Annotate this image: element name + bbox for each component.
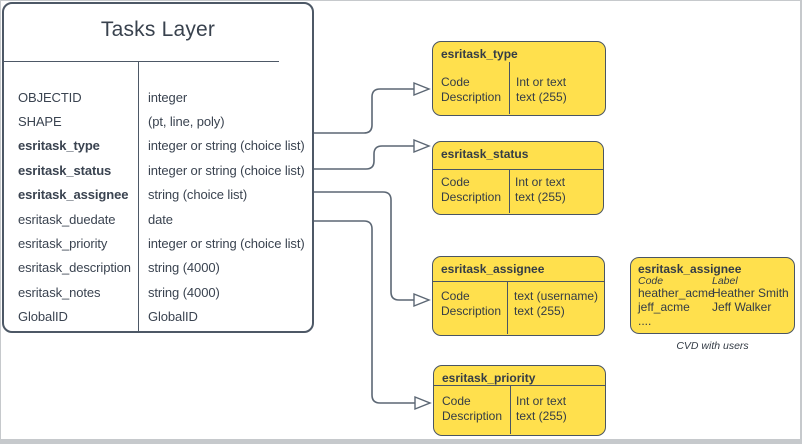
description-label: Description <box>441 303 502 318</box>
choice-table-title: esritask_priority <box>442 371 536 385</box>
description-label: Description <box>441 89 502 104</box>
connector-esritask-priority <box>314 220 415 404</box>
title-divider <box>433 169 603 170</box>
description-label: Description <box>441 189 502 204</box>
field-type: string (4000) <box>148 284 220 300</box>
code-type: Int or text <box>516 394 567 408</box>
type-column: Int or text text (255) <box>516 75 567 104</box>
column-divider <box>509 169 510 213</box>
choice-table-esritask-type: esritask_type Code Description Int or te… <box>432 41 606 116</box>
field-type: integer or string (choice list) <box>148 162 305 178</box>
field-rows: OBJECTID integer SHAPE (pt, line, poly) … <box>4 85 312 329</box>
field-type: integer <box>148 89 188 105</box>
code-label: Code <box>441 75 470 89</box>
field-row-esritask-duedate: esritask_duedate date <box>4 207 312 231</box>
field-name: SHAPE <box>18 114 62 130</box>
column-divider <box>509 62 510 114</box>
description-label: Description <box>442 408 503 423</box>
field-type: GlobalID <box>148 309 198 325</box>
code-description-column: Code Description <box>442 394 502 423</box>
field-name: esritask_description <box>18 260 131 276</box>
code-description-column: Code Description <box>441 289 501 318</box>
cvd-row-code: jeff_acme <box>638 300 690 314</box>
field-row-esritask-type: esritask_type integer or string (choice … <box>4 134 312 158</box>
type-column: text (username) text (255) <box>514 289 598 318</box>
column-divider <box>138 61 139 331</box>
field-row-shape: SHAPE (pt, line, poly) <box>4 109 312 133</box>
tasks-layer-title: Tasks Layer <box>100 18 216 41</box>
field-type: string (choice list) <box>148 187 248 203</box>
type-column: Int or text text (255) <box>515 175 566 204</box>
code-description-column: Code Description <box>441 175 501 204</box>
description-type: text (255) <box>516 89 567 104</box>
cvd-more-indicator: .... <box>638 314 652 328</box>
code-label: Code <box>441 289 470 303</box>
arrowhead-icon <box>413 292 431 308</box>
field-row-esritask-status: esritask_status integer or string (choic… <box>4 158 312 182</box>
code-label: Code <box>442 394 471 408</box>
tasks-layer-table: Tasks Layer OBJECTID integer SHAPE (pt, … <box>2 2 314 333</box>
canvas-right-edge <box>800 0 802 444</box>
description-type: text (255) <box>516 408 567 423</box>
cvd-label-header: Label <box>712 275 738 287</box>
arrowhead-icon <box>413 138 431 154</box>
type-column: Int or text text (255) <box>516 394 567 423</box>
description-type: text (255) <box>514 303 565 318</box>
column-divider <box>507 281 508 334</box>
title-divider <box>433 281 604 282</box>
field-row-esritask-assignee: esritask_assignee string (choice list) <box>4 183 312 207</box>
description-type: text (255) <box>515 189 566 204</box>
cvd-caption: CVD with users <box>676 340 749 352</box>
field-type: string (4000) <box>148 260 220 276</box>
field-name: esritask_notes <box>18 284 101 300</box>
connector-esritask-type <box>314 88 414 134</box>
arrowhead-icon <box>414 395 432 411</box>
code-type: Int or text <box>515 175 566 189</box>
field-row-esritask-description: esritask_description string (4000) <box>4 256 312 280</box>
choice-table-title: esritask_type <box>441 47 518 61</box>
field-type: integer or string (choice list) <box>148 236 305 252</box>
title-divider <box>4 61 279 62</box>
cvd-row-label: Jeff Walker <box>712 300 772 314</box>
choice-table-esritask-assignee: esritask_assignee Code Description text … <box>432 256 605 336</box>
code-type: Int or text <box>516 75 567 89</box>
field-name: esritask_priority <box>18 236 108 252</box>
choice-table-esritask-status: esritask_status Code Description Int or … <box>432 141 604 215</box>
cvd-code-header: Code <box>638 275 664 287</box>
choice-table-title: esritask_assignee <box>441 262 545 276</box>
connector-esritask-status <box>314 145 414 170</box>
code-type: text (username) <box>514 289 599 303</box>
field-row-esritask-notes: esritask_notes string (4000) <box>4 280 312 304</box>
code-label: Code <box>441 175 470 189</box>
field-name: OBJECTID <box>18 89 82 105</box>
cvd-row-label: Heather Smith <box>712 286 789 300</box>
title-divider <box>434 385 605 386</box>
field-name: esritask_assignee <box>18 187 129 203</box>
field-type: (pt, line, poly) <box>148 114 225 130</box>
connector-esritask-assignee <box>314 191 414 301</box>
cvd-row-code: heather_acme <box>638 286 715 300</box>
field-row-esritask-priority: esritask_priority integer or string (cho… <box>4 231 312 255</box>
field-name: esritask_status <box>18 162 112 178</box>
field-type: integer or string (choice list) <box>148 138 305 154</box>
choice-table-title: esritask_status <box>441 147 529 161</box>
field-row-objectid: OBJECTID integer <box>4 85 312 109</box>
field-name: esritask_duedate <box>18 211 116 227</box>
field-type: date <box>148 211 173 227</box>
cvd-users-box: esritask_assignee Code Label heather_acm… <box>630 257 795 334</box>
field-name: GlobalID <box>18 309 68 325</box>
column-divider <box>510 385 511 434</box>
cvd-box-title: esritask_assignee <box>638 262 742 276</box>
code-description-column: Code Description <box>441 75 501 104</box>
arrowhead-icon <box>413 81 431 97</box>
choice-table-esritask-priority: esritask_priority Code Description Int o… <box>433 365 606 436</box>
field-row-globalid: GlobalID GlobalID <box>4 305 312 329</box>
canvas-bottom-edge <box>0 439 802 444</box>
field-name: esritask_type <box>18 138 100 154</box>
